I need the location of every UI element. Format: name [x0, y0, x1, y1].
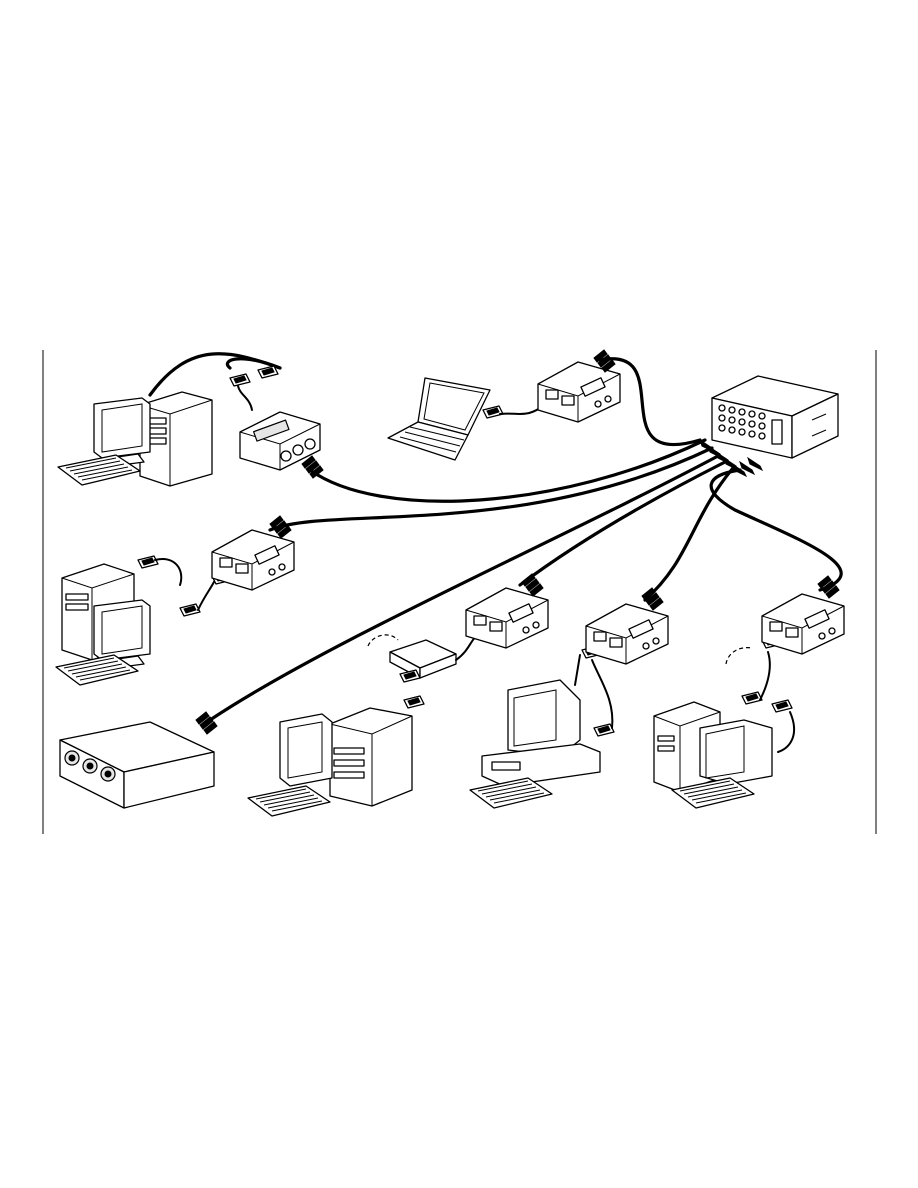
tower-computer-left — [56, 516, 294, 685]
laptop-top-center — [388, 350, 620, 460]
remote-module-bottom-right — [762, 594, 844, 654]
hub-switch — [700, 376, 838, 476]
remote-module-right-center — [586, 604, 668, 664]
remote-module-bottom-center — [466, 588, 548, 648]
remote-module-laptop — [538, 362, 620, 422]
adapter-connector — [230, 374, 250, 386]
standalone-three-port-enclosure — [60, 712, 217, 808]
remote-module-left — [212, 530, 294, 590]
minitower-bottom-right — [654, 576, 844, 808]
workstation-top-left — [58, 366, 323, 486]
